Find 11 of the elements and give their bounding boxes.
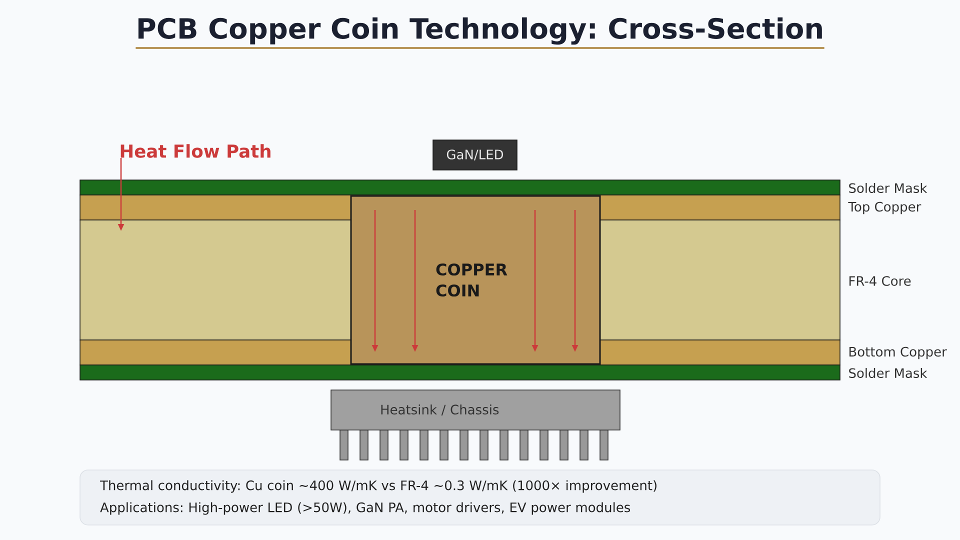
note-box: Thermal conductivity: Cu coin ~400 W/mK vs FR-4 ~0.3 W/mK (1000× improvement) Applications: High-power LED (>50W), GaN PA, motor drivers, EV power modules bbox=[80, 470, 880, 526]
layer-label: Solder Mask bbox=[849, 368, 928, 378]
layer-label: FR-4 Core bbox=[849, 276, 911, 286]
layer-label: Top Copper bbox=[848, 202, 922, 214]
component-box: GaN/LED bbox=[432, 140, 518, 170]
layer-label: Solder Mask bbox=[849, 182, 928, 194]
heatsink-block: Heatsink / Chassis bbox=[330, 390, 620, 430]
heat-flow-label: Heat Flow Path bbox=[120, 144, 270, 158]
coin-block: COPPER COIN bbox=[350, 195, 601, 365]
layer-label: Bottom Copper bbox=[849, 346, 947, 360]
title: PCB Copper Coin Technology: Cross-Section bbox=[138, 17, 822, 45]
